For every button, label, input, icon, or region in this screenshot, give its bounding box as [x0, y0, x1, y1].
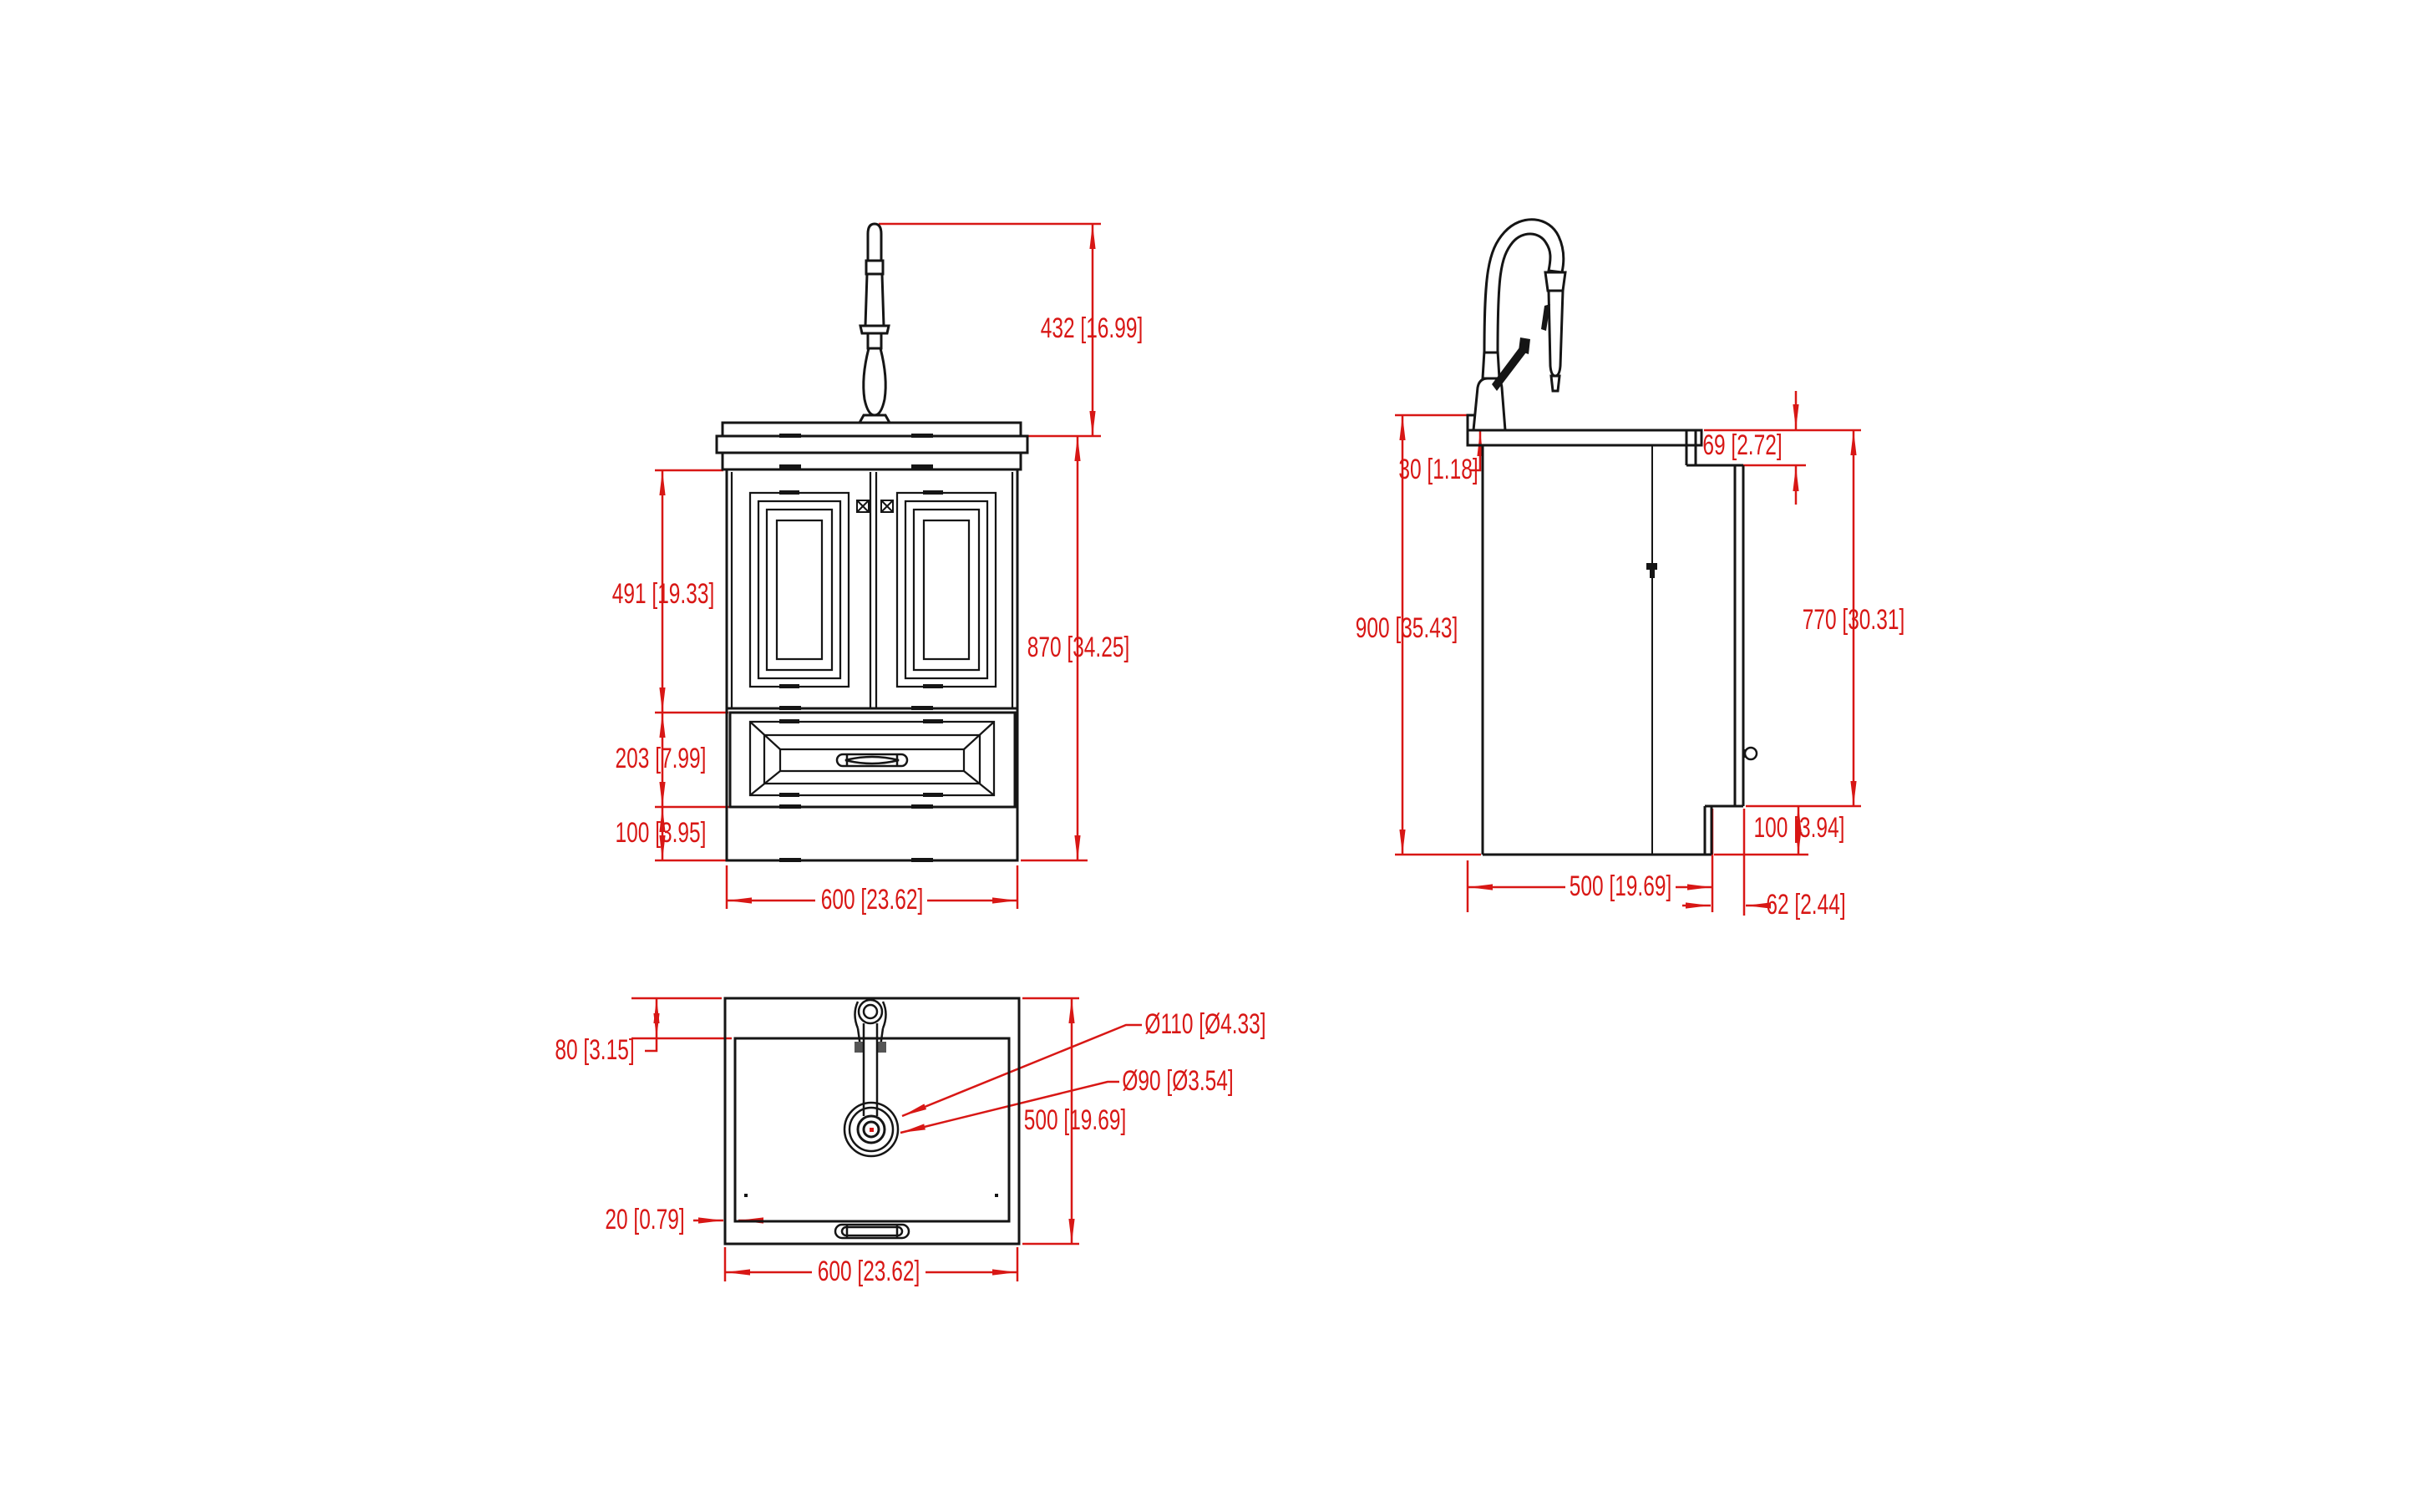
dim-top-basin-wall-thickness: 20 [0.79] [605, 1204, 685, 1236]
dim-front-faucet-height: 432 [16.99] [1040, 312, 1144, 345]
drain-circles [843, 1101, 900, 1158]
drawer-handle [835, 753, 909, 768]
dim-front-overall-width: 600 [23.62] [820, 884, 924, 916]
dim-side-depth: 500 [19.69] [1569, 870, 1672, 903]
dim-top-faucet-hole-inner-dia: Ø90 [Ø3.54] [1122, 1065, 1234, 1098]
handle-top [834, 1223, 910, 1240]
dim-front-drawer-section-height: 203 [7.99] [615, 743, 707, 775]
dim-front-toe-kick-height: 100 [3.95] [615, 817, 707, 850]
top-view-geometry [723, 997, 1021, 1246]
dim-side-door-height: 770 [30.31] [1802, 604, 1905, 637]
faucet-front [857, 222, 892, 424]
faucet-side [1472, 218, 1567, 432]
dim-front-overall-height: 870 [34.25] [1027, 632, 1130, 664]
dimension-lines [631, 222, 1861, 1281]
dim-front-door-section-height: 491 [19.33] [611, 578, 715, 611]
dim-side-toe-kick-height: 100 [3.94] [1753, 812, 1845, 845]
dim-top-faucet-hole-outer-dia: Ø110 [Ø4.33] [1144, 1008, 1266, 1041]
dim-side-counter-edge-height: 69 [2.72] [1702, 429, 1783, 462]
dim-top-depth: 500 [19.69] [1023, 1104, 1127, 1137]
line-ticks [779, 434, 943, 862]
faucet-top [854, 998, 887, 1116]
side-door-hardware [1646, 563, 1758, 761]
dim-side-backsplash-height: 30 [1.18] [1398, 454, 1478, 486]
side-view-geometry [1466, 218, 1758, 856]
dim-top-overall-width: 600 [23.62] [817, 1256, 920, 1288]
dim-top-basin-back-inset: 80 [3.15] [555, 1034, 635, 1067]
dim-side-door-offset: 62 [2.44] [1766, 889, 1846, 921]
front-view-geometry [715, 222, 1029, 862]
dim-side-overall-height: 900 [35.43] [1355, 612, 1458, 645]
door-knobs [856, 500, 894, 513]
